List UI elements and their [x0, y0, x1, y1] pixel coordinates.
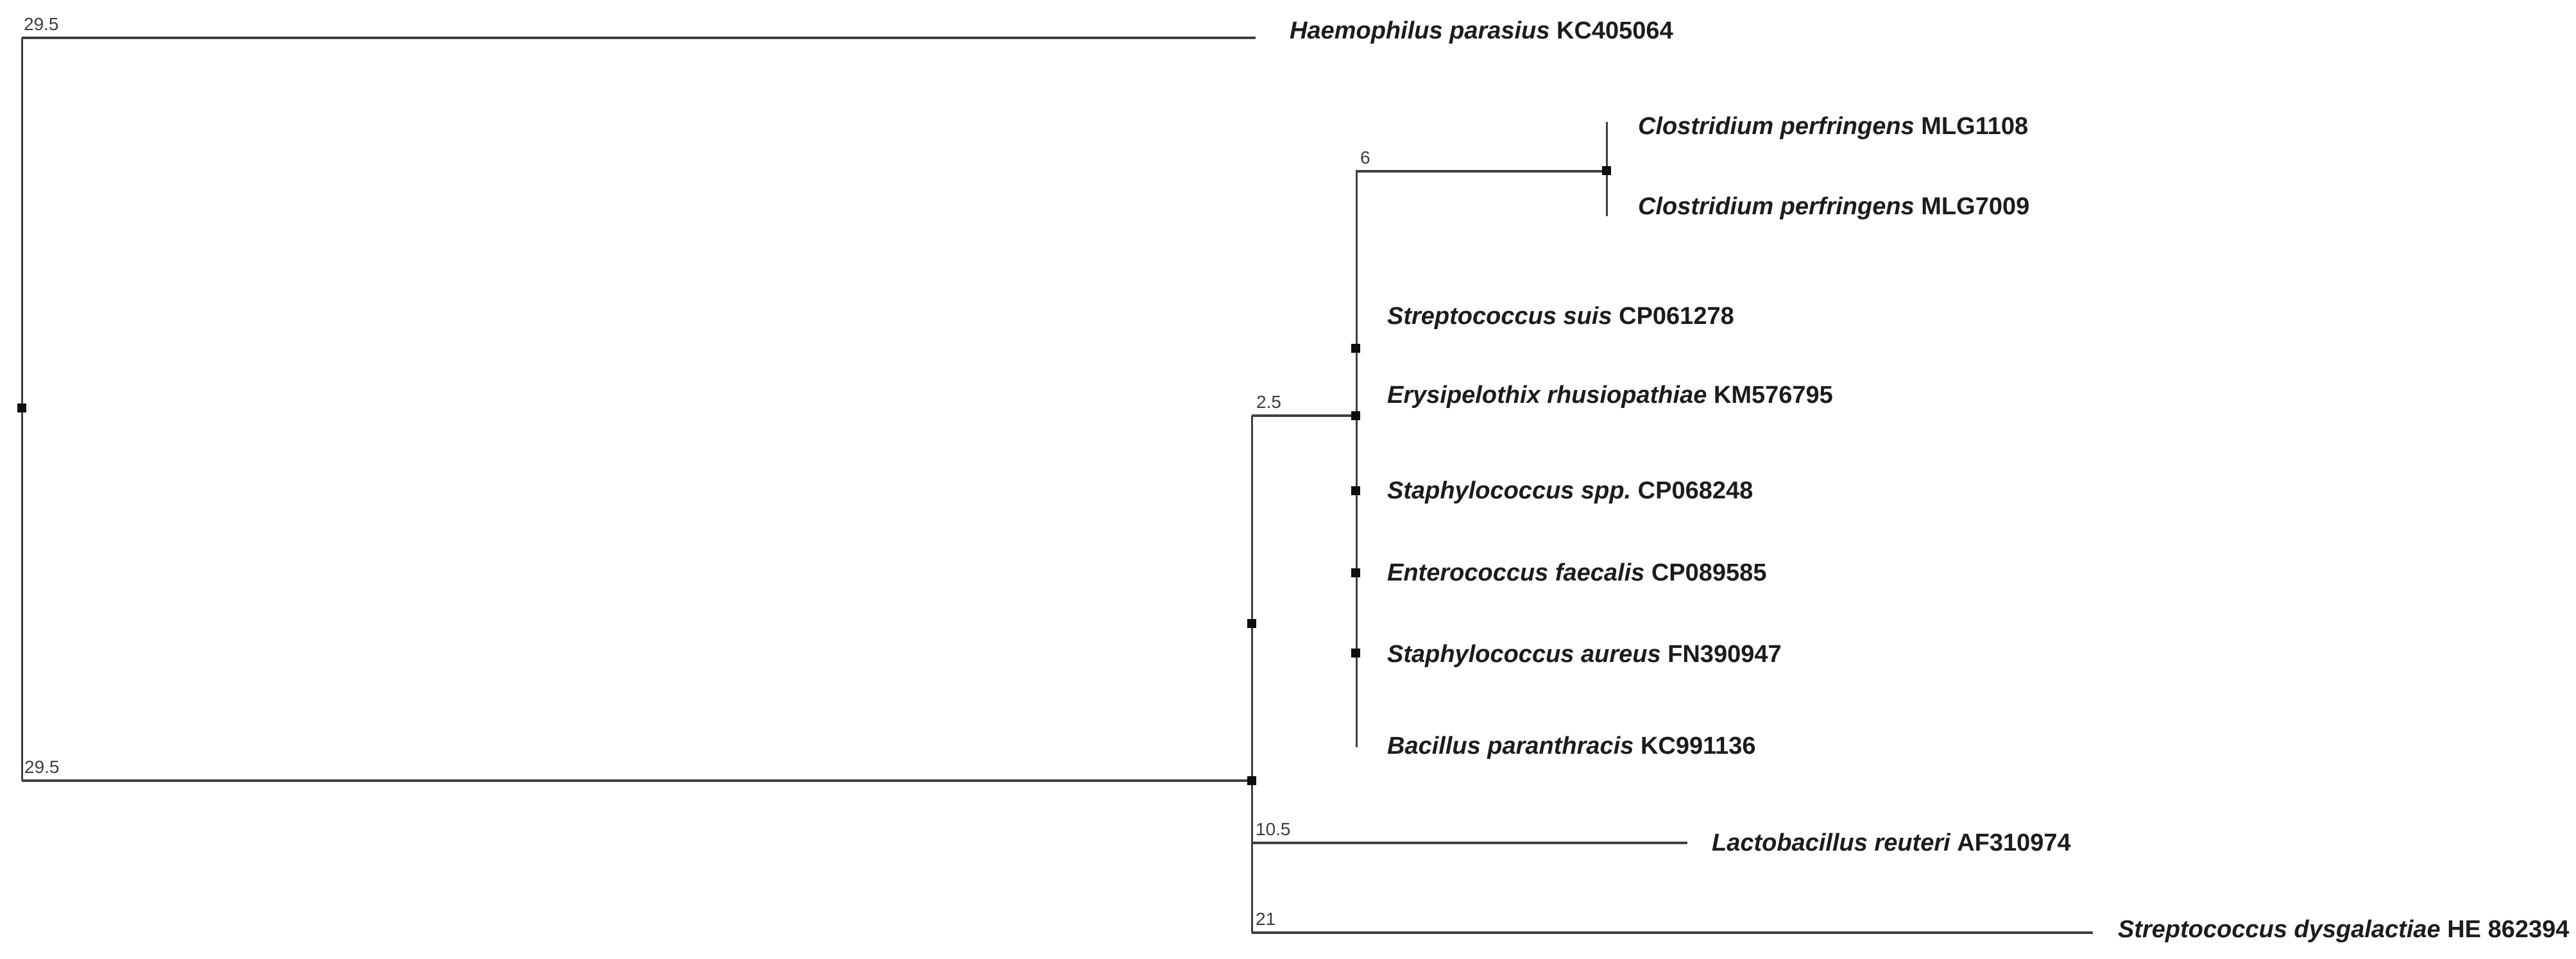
taxon-species-name: Haemophilus parasius: [1290, 17, 1557, 44]
taxon-accession-number: MLG7009: [1921, 193, 2030, 220]
taxon-label-staphylococcus-spp-cp068248: Staphylococcus spp. CP068248: [1387, 475, 1753, 506]
taxon-label-enterococcus-faecalis-cp089585: Enterococcus faecalis CP089585: [1387, 557, 1766, 588]
tree-node-dot: [1351, 486, 1360, 495]
taxon-species-name: Staphylococcus aureus: [1387, 641, 1668, 668]
taxon-label-lactobacillus-reuteri-af310974: Lactobacillus reuteri AF310974: [1712, 827, 2071, 858]
taxon-accession-number: AF310974: [1957, 829, 2071, 856]
tree-node-dot: [1351, 344, 1360, 353]
taxon-species-name: Clostridium perfringens: [1638, 193, 1922, 220]
taxon-species-name: Lactobacillus reuteri: [1712, 829, 1958, 856]
tree-node-dot: [1351, 411, 1360, 420]
tree-branch-horizontal: [1252, 414, 1358, 417]
tree-branch-horizontal: [1252, 842, 1687, 844]
branch-length-label: 21: [1256, 909, 1276, 929]
taxon-label-clostridium-perfringens-mlg7009: Clostridium perfringens MLG7009: [1638, 191, 2029, 222]
tree-node-dot: [1351, 568, 1360, 577]
taxon-species-name: Streptococcus dysgalactiae: [2118, 916, 2448, 943]
taxon-label-streptococcus-suis-cp061278: Streptococcus suis CP061278: [1387, 301, 1734, 332]
taxon-label-erysipelothix-rhusiopathiae-km576795: Erysipelothix rhusiopathiae KM576795: [1387, 380, 1833, 411]
tree-branch-horizontal: [22, 37, 1256, 39]
taxon-species-name: Bacillus paranthracis: [1387, 733, 1641, 760]
taxon-label-clostridium-perfringens-mlg1108: Clostridium perfringens MLG1108: [1638, 111, 2028, 142]
tree-node-dot: [1602, 166, 1611, 175]
taxon-species-name: Clostridium perfringens: [1638, 113, 1922, 140]
tree-node-dot: [1351, 649, 1360, 658]
tree-node-dot: [17, 403, 26, 412]
taxon-accession-number: CP068248: [1637, 477, 1753, 504]
taxon-species-name: Enterococcus faecalis: [1387, 559, 1651, 586]
tree-branch-horizontal: [1356, 170, 1608, 173]
taxon-accession-number: KC991136: [1640, 733, 1756, 760]
taxon-accession-number: CP089585: [1651, 559, 1767, 586]
branch-length-label: 6: [1360, 148, 1370, 167]
taxon-accession-number: FN390947: [1668, 641, 1782, 668]
taxon-label-haemophilus-parasius-kc405064: Haemophilus parasius KC405064: [1290, 15, 1673, 46]
taxon-accession-number: CP061278: [1619, 303, 1734, 330]
taxon-accession-number: HE 862394: [2447, 916, 2570, 943]
tree-node-dot: [1247, 776, 1256, 785]
branch-length-label: 10.5: [1256, 819, 1291, 839]
taxon-label-staphylococcus-aureus-fn390947: Staphylococcus aureus FN390947: [1387, 639, 1782, 670]
taxon-species-name: Erysipelothix rhusiopathiae: [1387, 382, 1714, 409]
tree-branch-horizontal: [1252, 931, 2093, 934]
taxon-label-bacillus-paranthracis-kc991136: Bacillus paranthracis KC991136: [1387, 731, 1756, 761]
taxon-label-streptococcus-dysgalactiae-he-862394: Streptococcus dysgalactiae HE 862394: [2118, 914, 2569, 945]
branch-length-label: 29.5: [24, 757, 60, 777]
taxon-species-name: Streptococcus suis: [1387, 303, 1619, 330]
tree-node-dot: [1247, 619, 1256, 628]
taxon-species-name: Staphylococcus spp.: [1387, 477, 1638, 504]
taxon-accession-number: KC405064: [1557, 17, 1673, 44]
tree-branch-vertical: [1251, 416, 1253, 933]
branch-length-label: 29.5: [24, 14, 59, 34]
taxon-accession-number: MLG1108: [1921, 113, 2029, 140]
branch-length-label: 2.5: [1256, 392, 1281, 412]
tree-branch-vertical: [1356, 171, 1358, 747]
taxon-accession-number: KM576795: [1713, 382, 1833, 409]
tree-branch-horizontal: [22, 779, 1252, 782]
